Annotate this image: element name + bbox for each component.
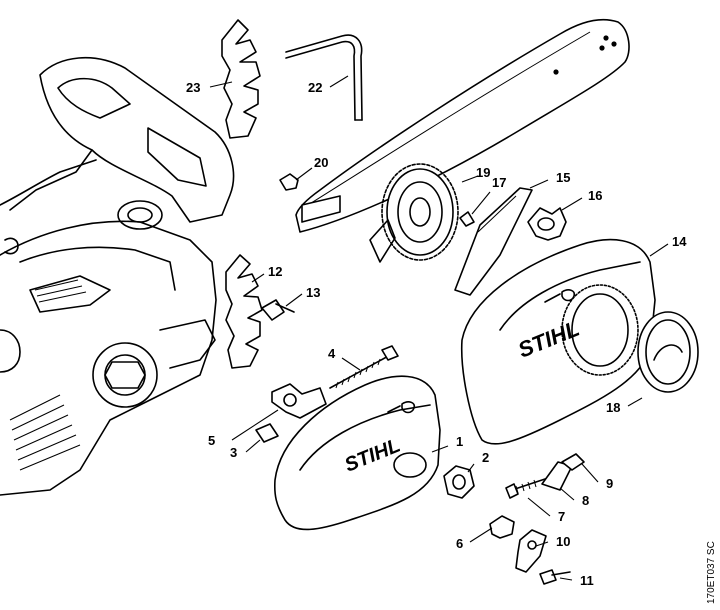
part-15-chain-guard-plate	[454, 187, 533, 296]
part-20-nut	[279, 173, 299, 191]
callout-2: 2	[482, 450, 489, 465]
callout-3: 3	[230, 445, 237, 460]
callout-7: 7	[558, 509, 565, 524]
part-7-bolt	[505, 477, 549, 499]
part-3-pin	[255, 423, 279, 443]
part-19-sprocket	[369, 163, 459, 263]
callout-9: 9	[606, 476, 613, 491]
part-13-screw	[261, 299, 295, 321]
clutch-drum	[92, 342, 158, 408]
part-6-washer	[489, 515, 515, 539]
callout-13: 13	[306, 285, 320, 300]
callout-14: 14	[672, 234, 687, 249]
part-4-stud	[329, 345, 399, 389]
part-10-lever	[515, 529, 547, 573]
part-14-sprocket-cover: STIHL	[460, 238, 656, 445]
part-9-block	[561, 453, 585, 471]
callout-15: 15	[556, 170, 570, 185]
part-18-cap	[637, 311, 699, 393]
guide-bar	[295, 18, 630, 233]
callout-19: 19	[476, 165, 490, 180]
leader-lines	[209, 75, 669, 581]
callout-10: 10	[556, 534, 570, 549]
part-1-sprocket-cover: STIHL	[273, 375, 441, 531]
callout-12: 12	[268, 264, 282, 279]
part-2-nut	[443, 465, 475, 499]
callout-18: 18	[606, 400, 620, 415]
callout-22: 22	[308, 80, 322, 95]
callout-8: 8	[582, 493, 589, 508]
part-23-felling-dog	[221, 19, 261, 139]
callout-6: 6	[456, 536, 463, 551]
callout-23: 23	[186, 80, 200, 95]
cooling-vents	[9, 279, 87, 471]
callout-17: 17	[492, 175, 506, 190]
callout-16: 16	[588, 188, 602, 203]
part-22-l-key	[285, 34, 363, 121]
part-5-tensioner	[271, 383, 327, 419]
callout-labels: 1 2 3 4 5 6 7 8 9 10 11 12 13 14 15 16 1…	[186, 80, 687, 588]
part-12-felling-dog	[225, 254, 263, 369]
callout-1: 1	[456, 434, 463, 449]
drawing-code: 170ET037 SC	[706, 541, 717, 604]
callout-5: 5	[208, 433, 215, 448]
part-16-knob	[527, 207, 567, 241]
part-17-screw	[459, 211, 475, 227]
rear-handle-knob	[117, 200, 163, 230]
chainsaw-body	[0, 56, 235, 496]
part-11-screw	[539, 569, 571, 585]
callout-11: 11	[580, 573, 594, 588]
callout-20: 20	[314, 155, 328, 170]
callout-4: 4	[328, 346, 336, 361]
